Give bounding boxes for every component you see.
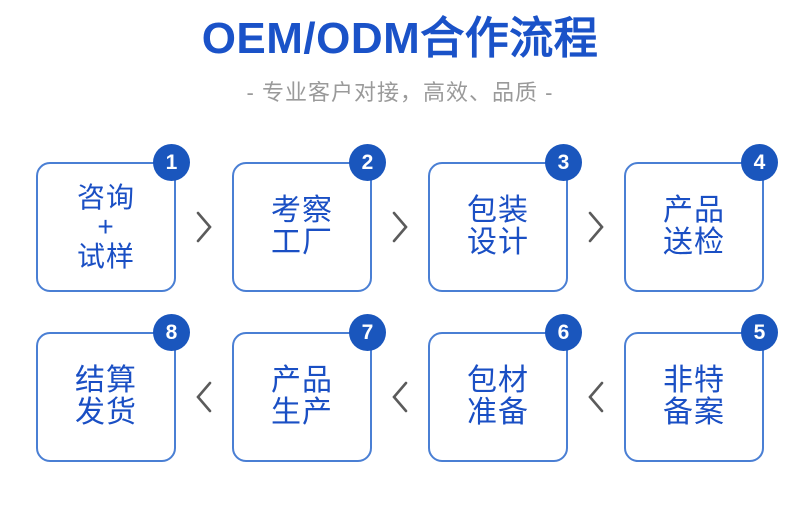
chevron-left-icon — [392, 381, 408, 413]
step-label-6: 包材 准备 — [467, 363, 529, 429]
step-number-badge-3: 3 — [545, 144, 582, 181]
step-label-2: 考察 工厂 — [271, 193, 333, 259]
page-title: OEM/ODM合作流程 — [201, 14, 599, 63]
page-header: OEM/ODM合作流程 - 专业客户对接，高效、品质 - — [0, 0, 800, 107]
step-card-3[interactable]: 包装 设计 3 — [428, 144, 582, 292]
step-label-5: 非特 备案 — [663, 363, 725, 429]
step-number-badge-2: 2 — [349, 144, 386, 181]
connector-7-to-8 — [176, 332, 232, 462]
step-number-badge-6: 6 — [545, 314, 582, 351]
step-label-4: 产品 送检 — [663, 193, 725, 259]
step-card-1[interactable]: 咨询 + 试样 1 — [36, 144, 190, 292]
step-label-3: 包装 设计 — [467, 193, 529, 259]
step-number-badge-4: 4 — [741, 144, 778, 181]
chevron-left-icon — [196, 381, 212, 413]
step-card-5[interactable]: 非特 备案 5 — [624, 314, 778, 462]
connector-1-to-2 — [176, 162, 232, 292]
step-number-badge-5: 5 — [741, 314, 778, 351]
step-label-1: 咨询 + 试样 — [76, 182, 135, 272]
step-number-badge-8: 8 — [153, 314, 190, 351]
step-card-2[interactable]: 考察 工厂 2 — [232, 144, 386, 292]
chevron-left-icon — [588, 381, 604, 413]
step-label-7: 产品 生产 — [271, 363, 333, 429]
process-flow-diagram: 咨询 + 试样 1 考察 工厂 2 包装 设计 3 — [0, 140, 800, 480]
connector-6-to-7 — [372, 332, 428, 462]
step-card-7[interactable]: 产品 生产 7 — [232, 314, 386, 462]
step-card-8[interactable]: 结算 发货 8 — [36, 314, 190, 462]
connector-5-to-6 — [568, 332, 624, 462]
flow-row-top: 咨询 + 试样 1 考察 工厂 2 包装 设计 3 — [0, 140, 800, 310]
chevron-right-icon — [392, 211, 408, 243]
step-card-6[interactable]: 包材 准备 6 — [428, 314, 582, 462]
connector-2-to-3 — [372, 162, 428, 292]
chevron-right-icon — [196, 211, 212, 243]
step-number-badge-7: 7 — [349, 314, 386, 351]
connector-3-to-4 — [568, 162, 624, 292]
page-subtitle: - 专业客户对接，高效、品质 - — [246, 79, 554, 105]
chevron-right-icon — [588, 211, 604, 243]
flow-row-bottom: 结算 发货 8 产品 生产 7 包材 准备 6 — [0, 310, 800, 480]
step-label-8: 结算 发货 — [75, 363, 137, 429]
step-number-badge-1: 1 — [153, 144, 190, 181]
step-card-4[interactable]: 产品 送检 4 — [624, 144, 778, 292]
